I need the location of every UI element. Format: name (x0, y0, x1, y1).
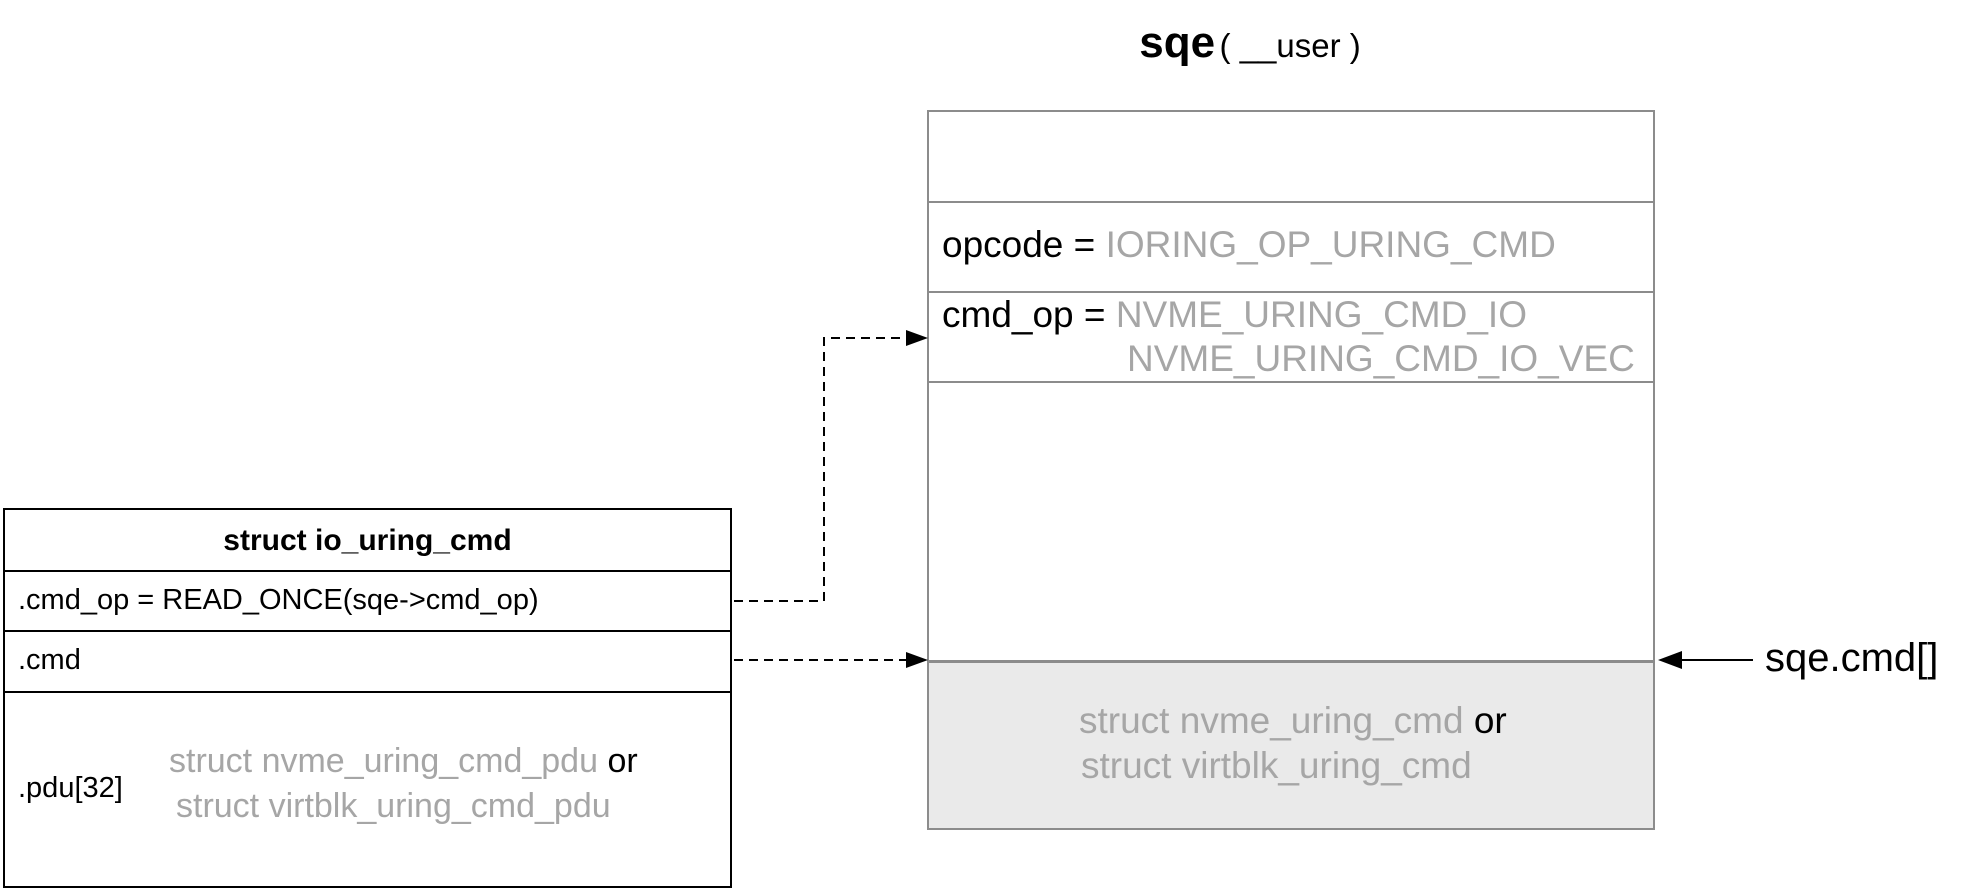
sqe-name: sqe (1139, 18, 1216, 67)
pdu-type: struct nvme_uring_cmd_pdu (169, 742, 599, 780)
sqe-divider (929, 381, 1653, 383)
cmd-op-value: NVME_URING_CMD_IO (1115, 294, 1527, 335)
struct-divider (5, 691, 730, 693)
opcode-value: IORING_OP_URING_CMD (1105, 224, 1556, 265)
cmd-area-type: struct virtblk_uring_cmd (1081, 745, 1472, 786)
sqe-divider (929, 291, 1653, 293)
pdu-member: .pdu[32] (18, 772, 123, 804)
pdu-type: struct virtblk_uring_cmd_pdu (176, 787, 611, 825)
sqe-cmd-op-field: cmd_op = NVME_URING_CMD_IO (942, 294, 1527, 336)
io-uring-cmd-box: struct io_uring_cmd .cmd_op = READ_ONCE(… (3, 508, 732, 888)
pdu-or: or (598, 742, 638, 780)
sqe-struct-box: opcode = IORING_OP_URING_CMD cmd_op = NV… (927, 110, 1655, 830)
cmd-op-label: cmd_op = (942, 294, 1116, 335)
cmd-op-value: NVME_URING_CMD_IO_VEC (1127, 338, 1635, 379)
sqe-title: sqe ( __user ) (1100, 18, 1400, 68)
struct-divider (5, 570, 730, 572)
sqe-cmd-pointer-label: sqe.cmd[] (1765, 636, 1939, 680)
sqe-qualifier: ( __user ) (1219, 27, 1361, 64)
cmd-op-arrow (734, 330, 928, 602)
cmd-area-type: struct nvme_uring_cmd (1079, 700, 1464, 741)
cmd-op-member: .cmd_op = READ_ONCE(sqe->cmd_op) (18, 584, 539, 616)
sqe-divider (929, 201, 1653, 203)
cmd-area-line: struct nvme_uring_cmd or (1079, 700, 1507, 742)
io-uring-cmd-title: struct io_uring_cmd (223, 524, 512, 557)
struct-divider (5, 630, 730, 632)
sqe-cmd-pointer-arrow (1658, 651, 1753, 669)
sqe-cmd-area: struct nvme_uring_cmd or struct virtblk_… (929, 660, 1653, 828)
sqe-opcode-field: opcode = IORING_OP_URING_CMD (942, 224, 1556, 266)
cmd-member: .cmd (18, 644, 81, 676)
pdu-alternative: struct nvme_uring_cmd_pdu or (169, 742, 638, 781)
opcode-label: opcode = (942, 224, 1106, 265)
cmd-arrow (734, 652, 928, 668)
cmd-area-or: or (1463, 700, 1507, 741)
